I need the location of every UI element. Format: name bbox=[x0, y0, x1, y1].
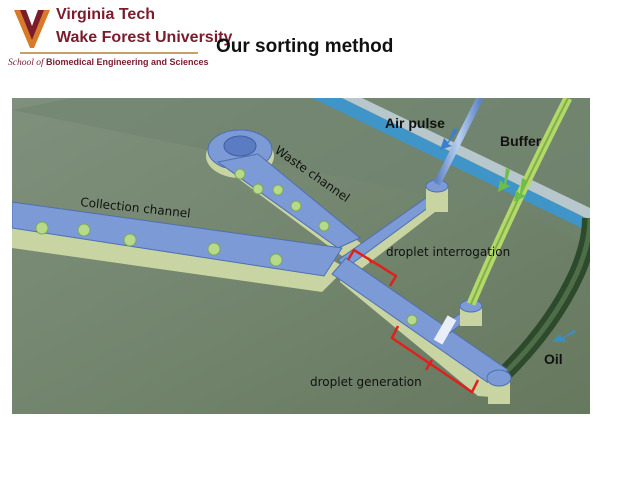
oil-inlet bbox=[486, 369, 512, 387]
oil-arrow-icon bbox=[552, 330, 576, 342]
droplet bbox=[406, 314, 418, 326]
generation-bracket bbox=[390, 325, 480, 394]
collection-channel-wall bbox=[12, 228, 346, 292]
label-buffer: Buffer bbox=[500, 133, 542, 149]
waste-reservoir-hole bbox=[223, 135, 257, 157]
label-oil: Oil bbox=[544, 351, 563, 367]
air-channel-wall bbox=[342, 194, 448, 276]
buffer-arrow-icon bbox=[498, 168, 510, 192]
droplet bbox=[290, 200, 302, 212]
droplet bbox=[35, 221, 49, 235]
droplet bbox=[272, 184, 284, 196]
logo-divider bbox=[20, 52, 198, 54]
buffer-arrow-icon-2 bbox=[514, 178, 526, 202]
slide-title: Our sorting method bbox=[216, 36, 394, 57]
logo-text-virginia-tech: Virginia Tech bbox=[56, 6, 155, 23]
droplet bbox=[318, 220, 330, 232]
droplet bbox=[252, 183, 264, 195]
droplet bbox=[77, 223, 91, 237]
label-droplet-interrogation: droplet interrogation bbox=[386, 245, 510, 259]
label-droplet-generation: droplet generation bbox=[310, 375, 422, 389]
droplet bbox=[234, 168, 246, 180]
logo-school-prefix: School of bbox=[8, 58, 46, 68]
microfluidic-device-figure: Air pulse Buffer Waste channel Collectio… bbox=[12, 98, 590, 414]
plate-light-rim bbox=[342, 98, 590, 220]
air-pulse-arrow-icon bbox=[440, 128, 458, 150]
device-diagram: Air pulse Buffer Waste channel Collectio… bbox=[12, 98, 590, 414]
oil-tube-highlight bbox=[498, 217, 590, 380]
air-inlet-post bbox=[426, 186, 448, 212]
droplets bbox=[35, 168, 418, 326]
interrogation-window bbox=[433, 315, 457, 345]
droplet bbox=[269, 253, 283, 267]
logo-school-name: Biomedical Engineering and Sciences bbox=[46, 57, 209, 67]
interrogation-bracket bbox=[346, 248, 398, 287]
air-pulse-tube bbox=[433, 98, 484, 186]
droplet bbox=[123, 233, 137, 247]
university-logo: Virginia Tech Wake Forest University Sch… bbox=[0, 0, 232, 78]
logo-text-school: School of Biomedical Engineering and Sci… bbox=[8, 57, 209, 68]
logo-text-wake-forest: Wake Forest University bbox=[56, 29, 233, 46]
droplet bbox=[207, 242, 221, 256]
buffer-tube-core bbox=[470, 98, 569, 305]
plate-top-edge bbox=[12, 98, 590, 248]
vt-emblem-icon bbox=[14, 10, 50, 48]
collection-channel bbox=[12, 201, 343, 277]
label-air-pulse: Air pulse bbox=[385, 115, 445, 131]
